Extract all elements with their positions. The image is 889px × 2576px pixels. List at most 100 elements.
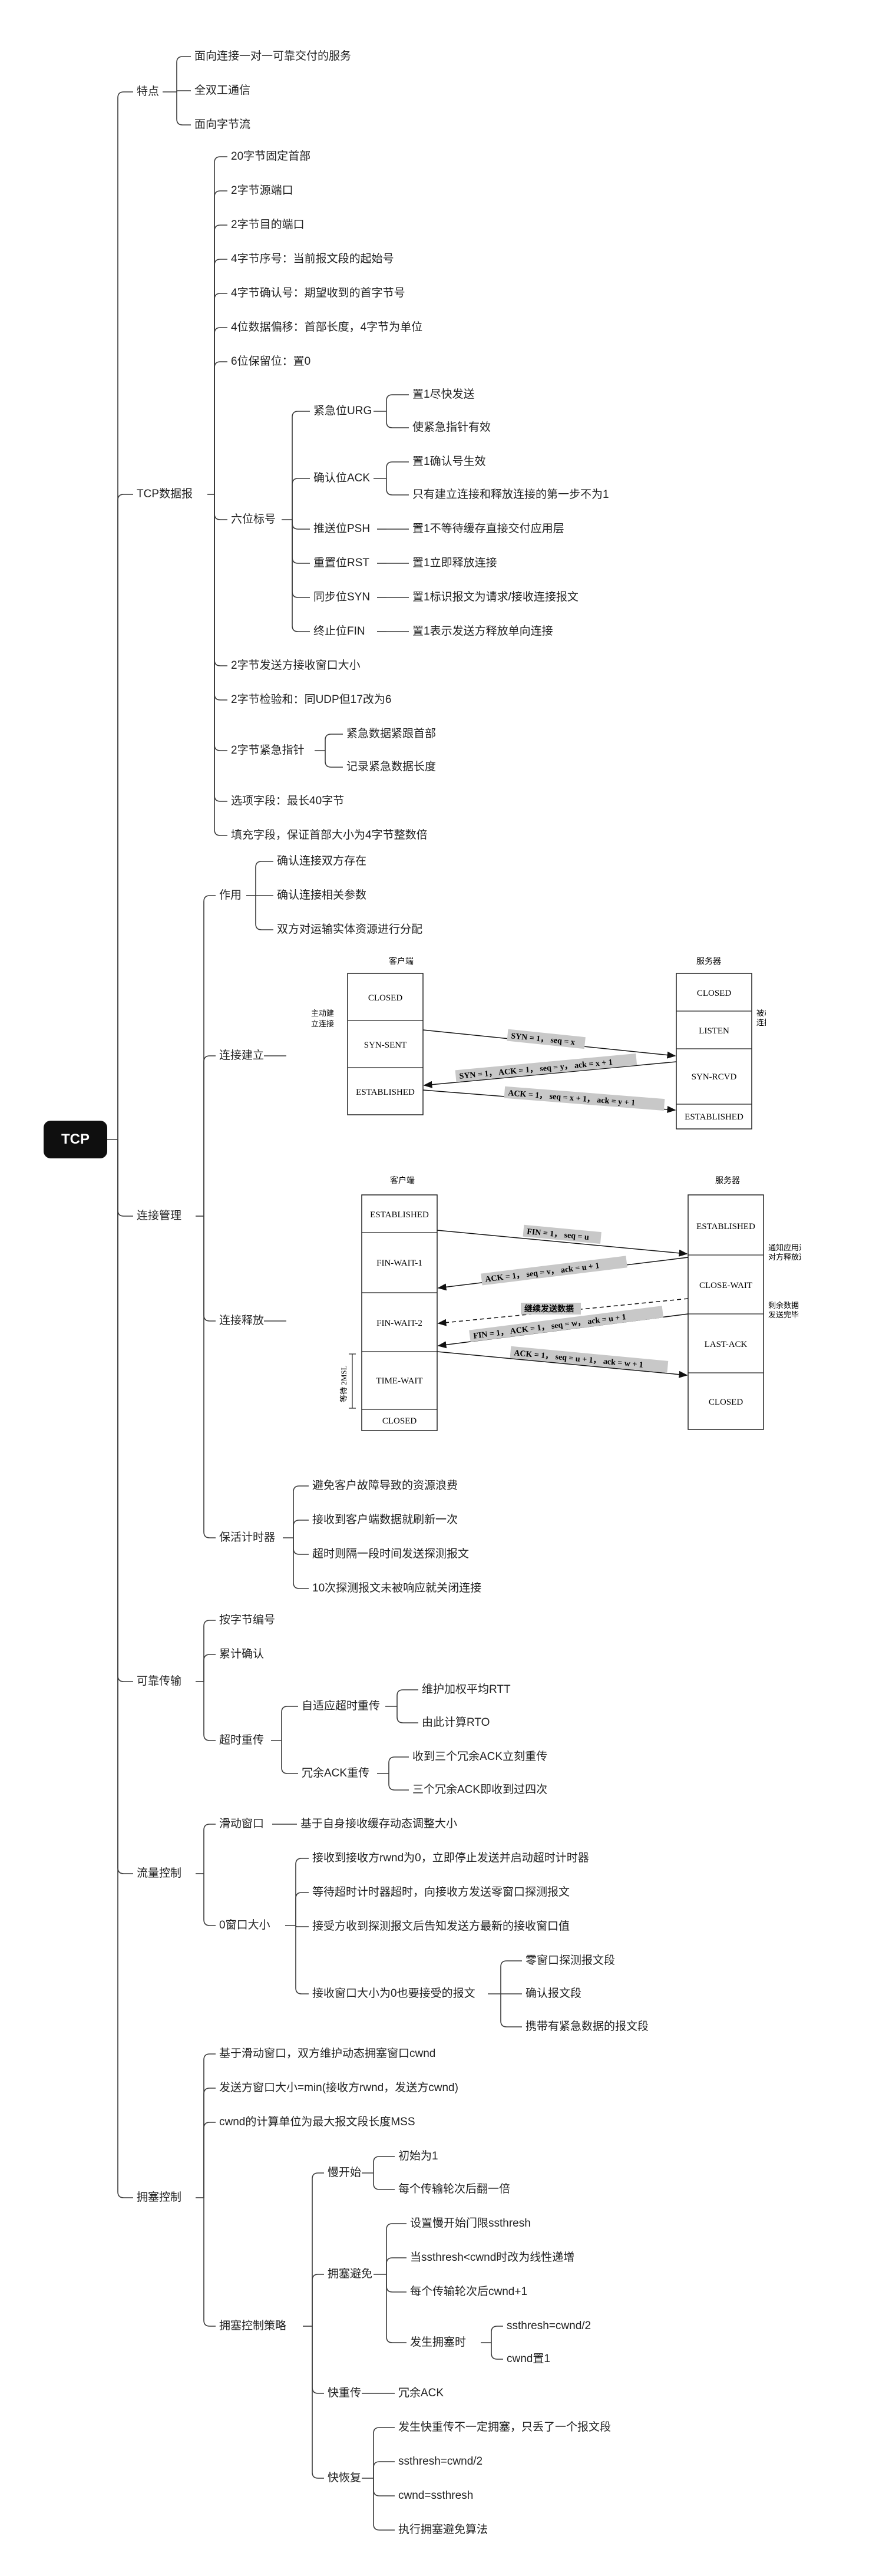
- handshake-figure: 客户端 服务器 CLOSED SYN-SENT ESTABLISHED CLOS…: [306, 957, 766, 1140]
- connector: [203, 1620, 216, 1682]
- leaf-avoid-2: 当ssthresh<cwnd时改为线性递增: [410, 2251, 575, 2264]
- connector: [281, 1706, 298, 1741]
- root-node: TCP: [44, 1121, 107, 1158]
- connector: [214, 494, 227, 836]
- connector: [203, 2122, 216, 2198]
- td-server-state-4: CLOSED: [709, 1398, 743, 1407]
- leaf-accept-1: 零窗口探测报文段: [526, 1954, 616, 1967]
- leaf-keepalive-3: 超时则隔一段时间发送探测报文: [312, 1548, 470, 1560]
- leaf-adaptive-2: 由此计算RTO: [422, 1716, 490, 1729]
- leaf-adaptive-1: 维护加权平均RTT: [422, 1683, 511, 1696]
- hs-server-note-2: 连接建立: [756, 1018, 766, 1027]
- leaf-accept-3: 携带有紧急数据的报文段: [526, 2020, 649, 2033]
- connector: [255, 896, 273, 930]
- leaf-zero-1: 接收到接收方rwnd为0，立即停止发送并启动超时计时器: [312, 1852, 589, 1864]
- node-flow: 流量控制: [137, 1867, 182, 1880]
- td-client-state-2: FIN-WAIT-1: [376, 1259, 422, 1268]
- connector: [214, 156, 227, 494]
- td-arrow-5: [437, 1351, 688, 1378]
- td-server-title: 服务器: [715, 1176, 740, 1185]
- connector: [117, 1140, 133, 1682]
- connector: [203, 1682, 216, 1741]
- node-sliding: 滑动窗口: [219, 1818, 265, 1830]
- connector: [117, 1140, 133, 1874]
- hs-server-state-1: CLOSED: [697, 989, 732, 998]
- leaf-cong-1: 基于滑动窗口，双方维护动态拥塞窗口cwnd: [219, 2047, 436, 2060]
- leaf-cong-2: 发送方窗口大小=min(接收方rwnd，发送方cwnd): [219, 2082, 458, 2094]
- leaf-avoid-1: 设置慢开始门限ssthresh: [410, 2217, 531, 2230]
- td-server-state-1: ESTABLISHED: [696, 1222, 755, 1231]
- leaf-fin: 置1表示发送方释放单向连接: [412, 625, 553, 638]
- leaf-keepalive-4: 10次探测报文未被响应就关闭连接: [312, 1582, 482, 1594]
- leaf-syn: 置1标识报文为请求/接收连接报文: [412, 591, 579, 603]
- hs-server-state-3: SYN-RCVD: [692, 1072, 737, 1082]
- connector: [325, 734, 343, 751]
- node-strategy: 拥塞控制策略: [219, 2320, 287, 2332]
- node-keepalive: 保活计时器: [219, 1531, 276, 1544]
- connector: [292, 478, 310, 520]
- td-client-state-1: ESTABLISHED: [370, 1210, 429, 1220]
- td-server-note-1b: 对方释放连接: [768, 1253, 801, 1261]
- connector: [203, 1216, 216, 1538]
- leaf-feature-1: 面向连接一对一可靠交付的服务: [194, 50, 352, 62]
- hs-server-state-4: ESTABLISHED: [685, 1112, 743, 1122]
- teardown-figure: 客户端 服务器 ESTABLISHED FIN-WAIT-1 FIN-WAIT-…: [318, 1175, 801, 1446]
- hs-client-state-2: SYN-SENT: [364, 1041, 407, 1050]
- leaf-seg-3: 2字节目的端口: [231, 219, 305, 231]
- leaf-seg-2: 2字节源端口: [231, 184, 293, 197]
- connector: [281, 1741, 298, 1774]
- td-server-note-1a: 通知应用进程: [768, 1243, 801, 1252]
- leaf-recovery-2: ssthresh=cwnd/2: [398, 2455, 483, 2468]
- connector: [396, 1706, 418, 1723]
- hs-server-title: 服务器: [696, 957, 721, 966]
- connector: [373, 2427, 395, 2478]
- connector: [373, 2461, 395, 2478]
- hs-server-note-1: 被动等待: [756, 1009, 766, 1018]
- connector: [203, 2198, 216, 2327]
- leaf-seg-4: 4字节序号：当前报文段的起始号: [231, 253, 394, 265]
- connector: [203, 1654, 216, 1682]
- connector: [203, 895, 216, 1216]
- connector: [214, 293, 227, 494]
- connector: [203, 1055, 216, 1216]
- connector: [500, 1994, 522, 2027]
- connector: [295, 1858, 309, 1926]
- node-flag-ack: 确认位ACK: [313, 472, 371, 484]
- leaf-slow-2: 每个传输轮次后翻一倍: [398, 2183, 511, 2195]
- td-client-state-4: TIME-WAIT: [376, 1376, 422, 1386]
- leaf-urgptr-2: 记录紧急数据长度: [346, 761, 437, 773]
- connector: [386, 2274, 407, 2293]
- leaf-rst: 置1立即释放连接: [412, 557, 497, 569]
- connector: [117, 494, 133, 1140]
- leaf-fast-retrans: 冗余ACK: [398, 2387, 444, 2399]
- connector: [386, 2223, 407, 2274]
- connector: [293, 1485, 309, 1538]
- leaf-cong-3: cwnd的计算单位为最大报文段长度MSS: [219, 2116, 415, 2128]
- connector: [292, 520, 310, 632]
- leaf-occur-2: cwnd置1: [507, 2353, 550, 2365]
- connector: [295, 1925, 309, 1927]
- leaf-recovery-4: 执行拥塞避免算法: [398, 2524, 488, 2536]
- node-flags: 六位标号: [231, 513, 276, 526]
- node-flag-fin: 终止位FIN: [313, 625, 365, 638]
- leaf-sliding: 基于自身接收缓存动态调整大小: [300, 1818, 458, 1830]
- node-zero-accept: 接收窗口大小为0也要接受的报文: [312, 1987, 475, 2000]
- leaf-seg-6: 4位数据偏移：首部长度，4字节为单位: [231, 321, 423, 333]
- connector: [214, 361, 227, 494]
- leaf-keepalive-2: 接收到客户端数据就刷新一次: [312, 1514, 458, 1526]
- node-zero-window: 0窗口大小: [219, 1919, 270, 1931]
- connector: [295, 1926, 309, 1994]
- connector: [292, 520, 310, 530]
- connector: [373, 2156, 395, 2173]
- connector: [176, 90, 191, 93]
- leaf-ack-1: 置1确认号生效: [412, 455, 486, 468]
- connector: [117, 1140, 133, 1217]
- node-redundant: 冗余ACK重传: [302, 1767, 370, 1779]
- hs-client-state-1: CLOSED: [368, 993, 403, 1003]
- connector: [373, 2173, 395, 2190]
- leaf-feature-3: 面向字节流: [194, 118, 251, 131]
- node-establish: 连接建立: [219, 1049, 265, 1062]
- node-purpose: 作用: [219, 889, 242, 901]
- hs-server-state-2: LISTEN: [699, 1026, 729, 1036]
